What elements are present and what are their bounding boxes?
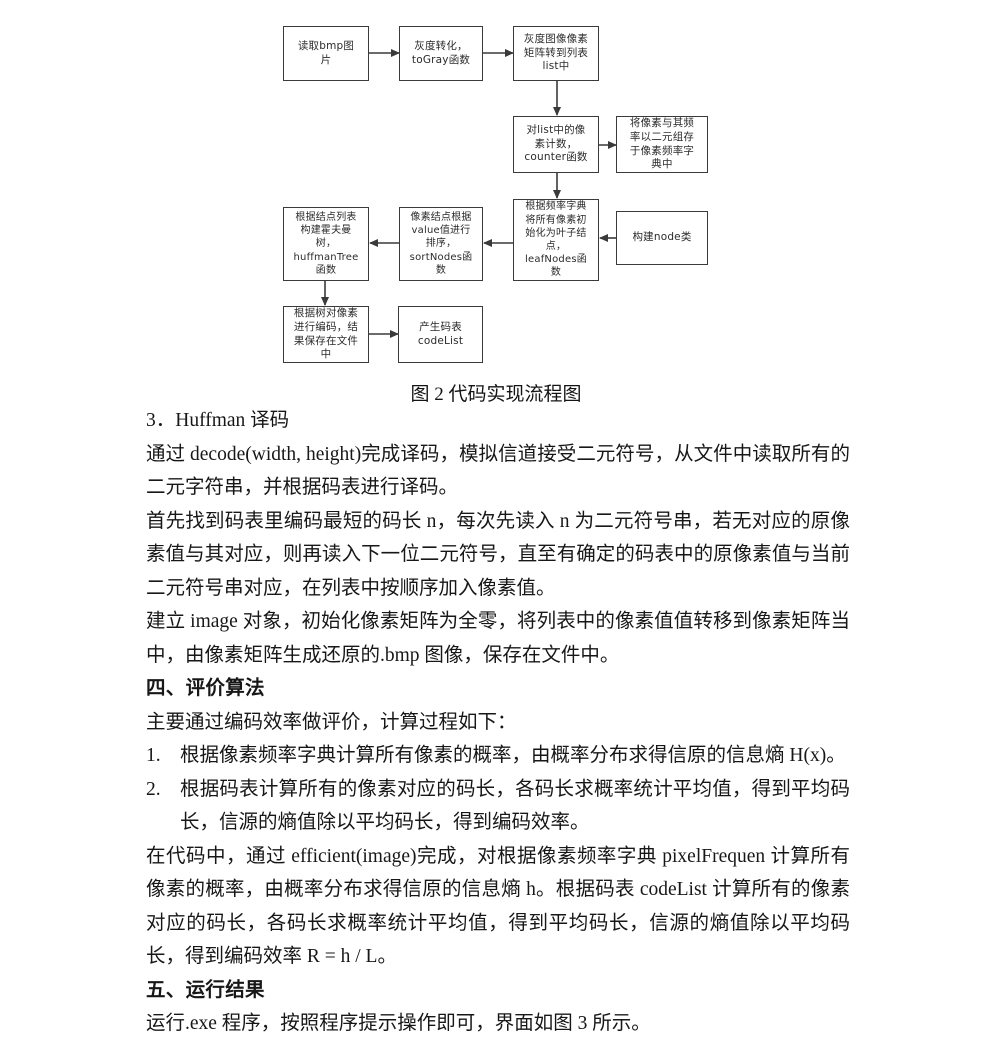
paragraph-decode-overview: 通过 decode(width, height)完成译码，模拟信道接受二元符号，… [146,443,850,499]
flowchart-box-huffman-tree: 根据结点列表 构建霍夫曼 树， huffmanTree 函数 [283,207,369,281]
list-item-text: 根据码表计算所有的像素对应的码长，各码长求概率统计平均值，得到平均码长，信源的熵… [180,778,850,834]
paragraph-decode-procedure: 首先找到码表里编码最短的码长 n，每次先读入 n 为二元符号串，若无对应的原像素… [146,510,850,599]
heading-huffman-decode: 3．Huffman 译码 [146,410,290,431]
flowchart-box-pixel-freq-dict: 将像素与其频 率以二元组存 于像素频率字 典中 [616,116,708,173]
evaluation-steps-list: 1. 根据像素频率字典计算所有像素的概率，由概率分布求得信原的信息熵 H(x)。… [146,739,850,840]
flowchart-box-read-bmp: 读取bmp图 片 [283,26,369,81]
flowchart-box-counter: 对list中的像 素计数， counter函数 [513,116,599,173]
list-item-text: 根据像素频率字典计算所有像素的概率，由概率分布求得信原的信息熵 H(x)。 [180,745,846,766]
heading-evaluation-algorithm: 四、评价算法 [146,678,265,699]
flowchart-connectors [321,49,617,338]
document-body: 3．Huffman 译码 通过 decode(width, height)完成译… [146,404,850,1041]
paragraph-results: 运行.exe 程序，按照程序提示操作即可，界面如图 3 所示。 [146,1013,651,1034]
flowchart-box-to-gray: 灰度转化， toGray函数 [399,26,483,81]
flowchart-box-build-node: 构建node类 [616,211,708,265]
flowchart-box-matrix-to-list: 灰度图像像素 矩阵转到列表 list中 [513,26,599,81]
flowchart-box-sort-nodes: 像素结点根据 value值进行 排序， sortNodes函 数 [399,207,483,281]
list-marker: 1. [146,745,161,766]
list-item: 2. 根据码表计算所有的像素对应的码长，各码长求概率统计平均值，得到平均码长，信… [146,773,850,840]
paragraph-evaluation-intro: 主要通过编码效率做评价，计算过程如下： [146,711,517,733]
flowchart-box-leaf-nodes: 根据频率字典 将所有像素初 始化为叶子结 点， leafNodes函 数 [513,199,599,281]
paragraph-evaluation-detail: 在代码中，通过 efficient(image)完成，对根据像素频率字典 pix… [146,845,850,968]
heading-results: 五、运行结果 [146,979,265,1001]
paragraph-decode-image-rebuild: 建立 image 对象，初始化像素矩阵为全零，将列表中的像素值值转移到像素矩阵当… [146,611,850,666]
code-flowchart-figure: 读取bmp图 片 灰度转化， toGray函数 灰度图像像素 矩阵转到列表 li… [0,0,992,375]
list-item: 1. 根据像素频率字典计算所有像素的概率，由概率分布求得信原的信息熵 H(x)。 [146,739,850,773]
figure-caption: 图 2 代码实现流程图 [410,384,582,405]
flowchart-box-code-list: 产生码表 codeList [398,306,483,363]
list-marker: 2. [146,778,161,800]
flowchart-box-encode-save: 根据树对像素 进行编码，结 果保存在文件 中 [283,306,369,363]
